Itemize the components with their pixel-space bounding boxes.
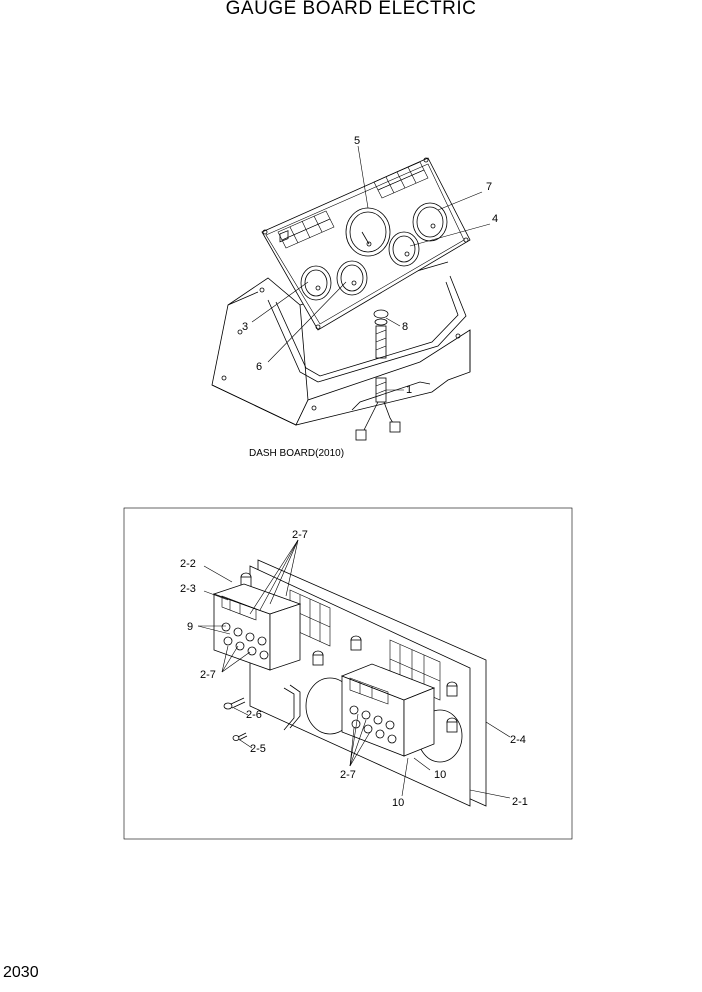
mounting-studs: [240, 572, 458, 733]
gauge-board-detail: 2-7 2-2 2-3 9 2-7 2-6 2-5 2-4 2-7 10 10 …: [180, 529, 528, 809]
callout-2-3: 2-3: [180, 583, 196, 595]
dash-board-caption: DASH BOARD(2010): [249, 448, 344, 459]
callout-2-7-bottom: 2-7: [340, 769, 356, 781]
gauge-6: [336, 260, 368, 296]
callout-2-5: 2-5: [250, 743, 266, 755]
callout-2-7-top: 2-7: [292, 529, 308, 541]
screw-2-6: [223, 697, 246, 710]
module-right: [340, 663, 436, 757]
gauge-4: [388, 231, 420, 267]
module-left: [212, 583, 302, 671]
callout-2-4: 2-4: [510, 734, 526, 746]
gauge-3: [300, 265, 332, 301]
page-number: 2030: [3, 964, 39, 981]
callout-10-right: 10: [434, 769, 446, 781]
detail-frame: [123, 507, 573, 840]
callout-7: 7: [486, 181, 492, 193]
switch-block-left: [277, 210, 335, 249]
callout-2-2: 2-2: [180, 558, 196, 570]
switch-block-right: [373, 161, 429, 199]
wire-harness: [355, 309, 401, 441]
callout-5: 5: [354, 135, 360, 147]
callout-3: 3: [242, 321, 248, 333]
callout-2-1: 2-1: [512, 796, 528, 808]
callout-10-bottom: 10: [392, 797, 404, 809]
callout-4: 4: [492, 213, 498, 225]
callout-8: 8: [402, 321, 408, 333]
callout-1: 1: [406, 384, 412, 396]
callout-6: 6: [256, 361, 262, 373]
screw-2-5: [232, 732, 248, 741]
gauge-7: [412, 202, 448, 242]
page-title: GAUGE BOARD ELECTRIC: [225, 0, 477, 19]
callout-9: 9: [187, 621, 193, 633]
left-switch-grid: [279, 230, 289, 243]
callout-2-7-left: 2-7: [200, 669, 216, 681]
callout-2-6: 2-6: [246, 709, 262, 721]
dash-board-assembly: 5 7 4 3 8 6 1 DASH BOARD(2010): [211, 135, 498, 459]
